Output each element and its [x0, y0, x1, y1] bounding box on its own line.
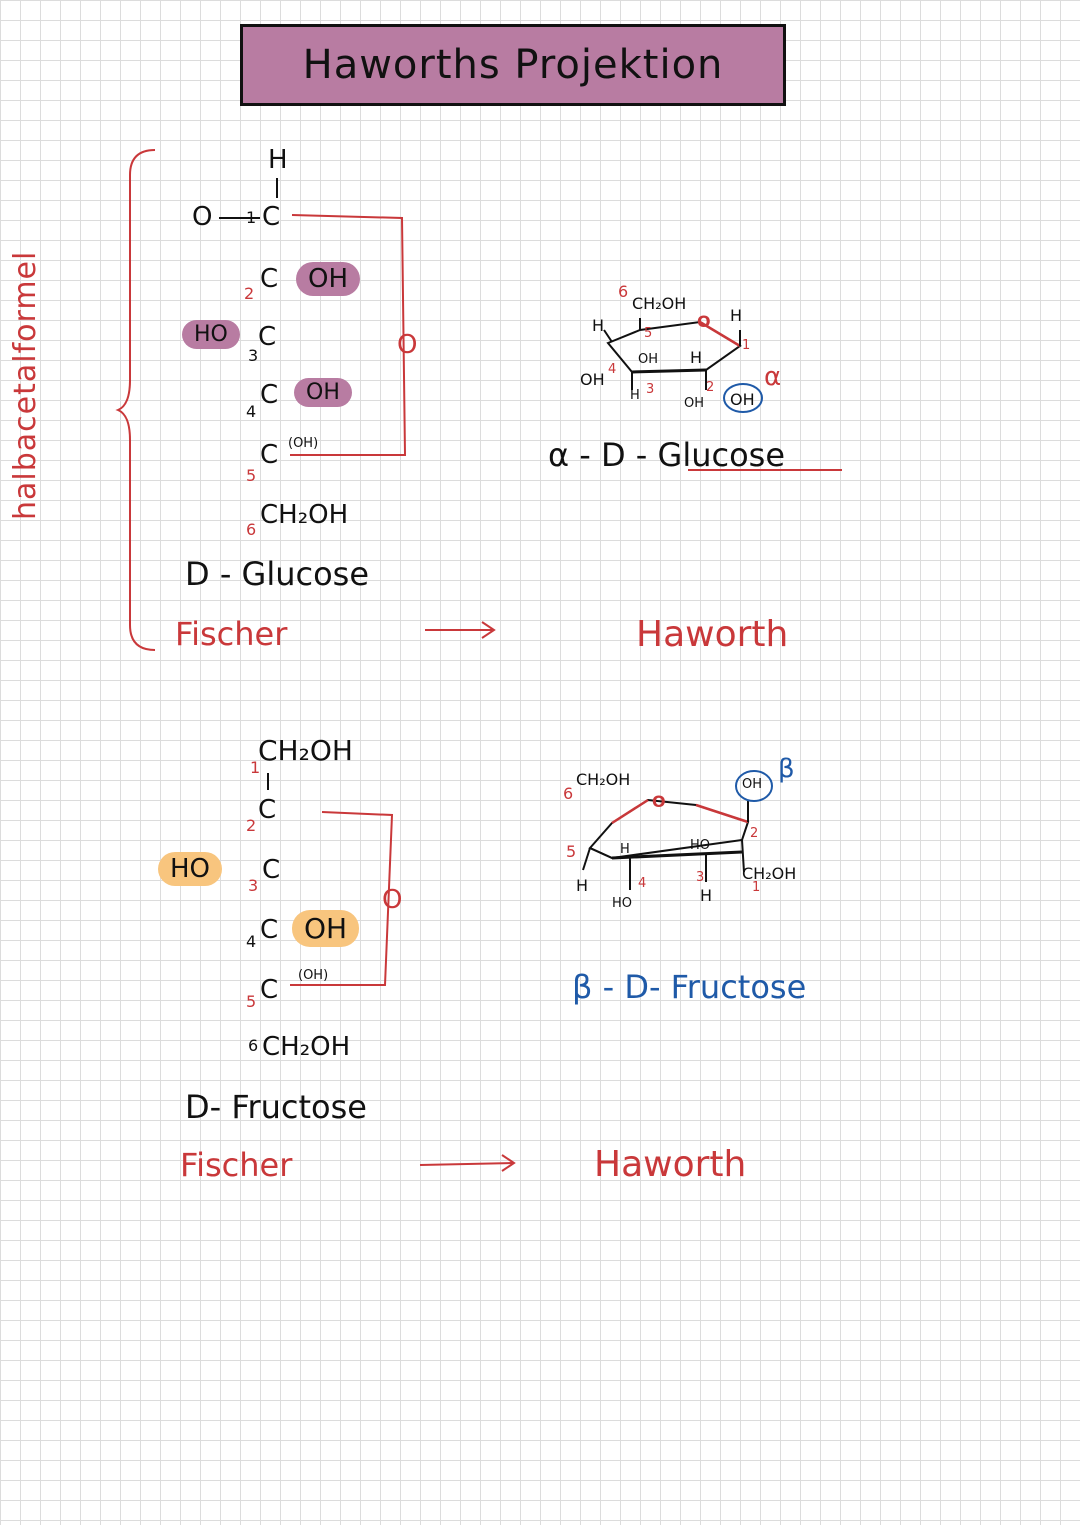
fructose-num-3: 3 — [248, 876, 259, 895]
glucose-c1: C — [262, 202, 281, 232]
glucose-h-oh-2: OH — [684, 396, 705, 411]
fructose-haworth-name: β - D- Fructose — [572, 968, 806, 1006]
arrow-fructose-line — [419, 1162, 513, 1166]
glucose-aldehyde-o: O — [192, 202, 213, 232]
fructose-name: D- Fructose — [185, 1088, 367, 1126]
fructose-c2: C — [258, 795, 277, 825]
fructose-oh-5: (OH) — [298, 968, 329, 983]
fructose-h-num-3: 3 — [696, 870, 705, 885]
bond — [631, 368, 707, 374]
page-title: Haworths Projektion — [302, 42, 724, 88]
glucose-haworth-name: α - D - Glucose — [548, 436, 786, 474]
glucose-num-5: 5 — [246, 466, 257, 485]
glucose-h-oh-mid: OH — [638, 352, 659, 367]
fructose-h-oh-beta: OH — [742, 777, 763, 792]
fructose-h-num-6: 6 — [563, 784, 574, 803]
fructose-haworth-label: Haworth — [594, 1144, 747, 1185]
glucose-c3: C — [258, 322, 277, 352]
glucose-num-2: 2 — [244, 284, 255, 303]
bond — [699, 320, 741, 348]
fructose-h-h-bottom-left: H — [576, 876, 589, 895]
title-box: Haworths Projektion — [240, 24, 786, 106]
fructose-h-num-4: 4 — [638, 876, 647, 891]
fructose-oh-4: OH — [292, 910, 360, 947]
fructose-num-1: 1 — [250, 758, 261, 777]
bond — [611, 850, 743, 860]
arrow-fructose-head — [501, 1154, 516, 1172]
bond — [589, 847, 613, 859]
fructose-c5: C — [260, 975, 279, 1005]
glucose-alpha-symbol: α — [764, 362, 782, 392]
fructose-num-4: 4 — [246, 932, 257, 951]
glucose-h-oh-1: OH — [730, 390, 755, 409]
fructose-h-num-2: 2 — [750, 826, 759, 841]
glucose-h-num-4: 4 — [608, 362, 617, 377]
glucose-num-3: 3 — [248, 346, 259, 365]
glucose-oh-2: OH — [296, 262, 361, 296]
glucose-h-h-mid: H — [690, 348, 703, 367]
glucose-c6: CH₂OH — [260, 500, 349, 530]
glucose-h-h-bottom: H — [630, 388, 640, 403]
fructose-h-h-bottom-right: H — [700, 886, 713, 905]
glucose-top-h: H — [268, 145, 288, 175]
bond — [611, 798, 649, 825]
glucose-num-6: 6 — [246, 520, 257, 539]
glucose-h-num-3: 3 — [646, 382, 655, 397]
ring-bracket-fructose — [290, 811, 394, 986]
glucose-num-4: 4 — [246, 402, 257, 421]
glucose-haworth-label: Haworth — [636, 614, 789, 655]
fructose-h-num-5: 5 — [566, 842, 577, 861]
arrow-glucose-head — [481, 621, 496, 639]
fructose-num-5: 5 — [246, 992, 257, 1011]
fructose-h-num-1: 1 — [752, 880, 761, 895]
fructose-c4: C — [260, 915, 279, 945]
fructose-h-h-inner: H — [620, 842, 630, 857]
fructose-h-ring-o: O — [652, 792, 666, 811]
glucose-oh-5: (OH) — [288, 436, 319, 451]
glucose-c2: C — [260, 264, 279, 294]
curly-brace — [115, 149, 156, 651]
fructose-beta-symbol: β — [778, 754, 795, 784]
bond — [582, 847, 591, 871]
fructose-c1: CH₂OH — [258, 734, 353, 767]
fructose-ho-3: HO — [158, 852, 223, 886]
glucose-name: D - Glucose — [185, 555, 370, 593]
glucose-c4: C — [260, 380, 279, 410]
bond — [741, 839, 745, 873]
oh-beta-circle — [735, 770, 773, 802]
glucose-ho-3: HO — [182, 320, 240, 349]
glucose-h-num-5: 5 — [644, 326, 653, 341]
glucose-oh-4: OH — [294, 378, 352, 407]
fructose-h-ho-bottom: HO — [612, 896, 633, 911]
fructose-h-ho-inner: HO — [690, 838, 711, 853]
glucose-ring-o: O — [397, 330, 418, 360]
glucose-h-num-2: 2 — [706, 380, 715, 395]
fructose-c3: C — [262, 855, 281, 885]
fructose-ring — [588, 798, 750, 860]
glucose-num-1: 1 — [246, 208, 257, 227]
glucose-h-h-left: H — [592, 316, 605, 335]
glucose-h-num-6: 6 — [618, 282, 629, 301]
fructose-ring-o: O — [382, 885, 403, 915]
glucose-h-ring-o: O — [697, 312, 711, 331]
fructose-num-2: 2 — [246, 816, 257, 835]
glucose-h-h-top: H — [730, 306, 743, 325]
glucose-c5: C — [260, 440, 279, 470]
fructose-haworth-name-text: β - D- Fructose — [572, 968, 807, 1006]
glucose-h-oh-left: OH — [580, 370, 605, 389]
fructose-h-ch2oh-right: CH₂OH — [742, 864, 797, 883]
bond — [695, 803, 749, 824]
oh1-circle — [723, 383, 763, 413]
glucose-h-num-1: 1 — [742, 338, 751, 353]
fructose-num-6: 6 — [248, 1036, 259, 1055]
glucose-h-ch2oh: CH₂OH — [632, 294, 687, 313]
ring-bracket-glucose — [290, 214, 407, 456]
fructose-h-ch2oh: CH₂OH — [576, 770, 631, 789]
glucose-ring — [606, 320, 742, 374]
fructose-projection-label: Fischer — [180, 1146, 293, 1184]
bond — [603, 329, 613, 343]
fructose-c6: CH₂OH — [262, 1032, 351, 1062]
glucose-projection-label: Fischer — [175, 615, 288, 653]
